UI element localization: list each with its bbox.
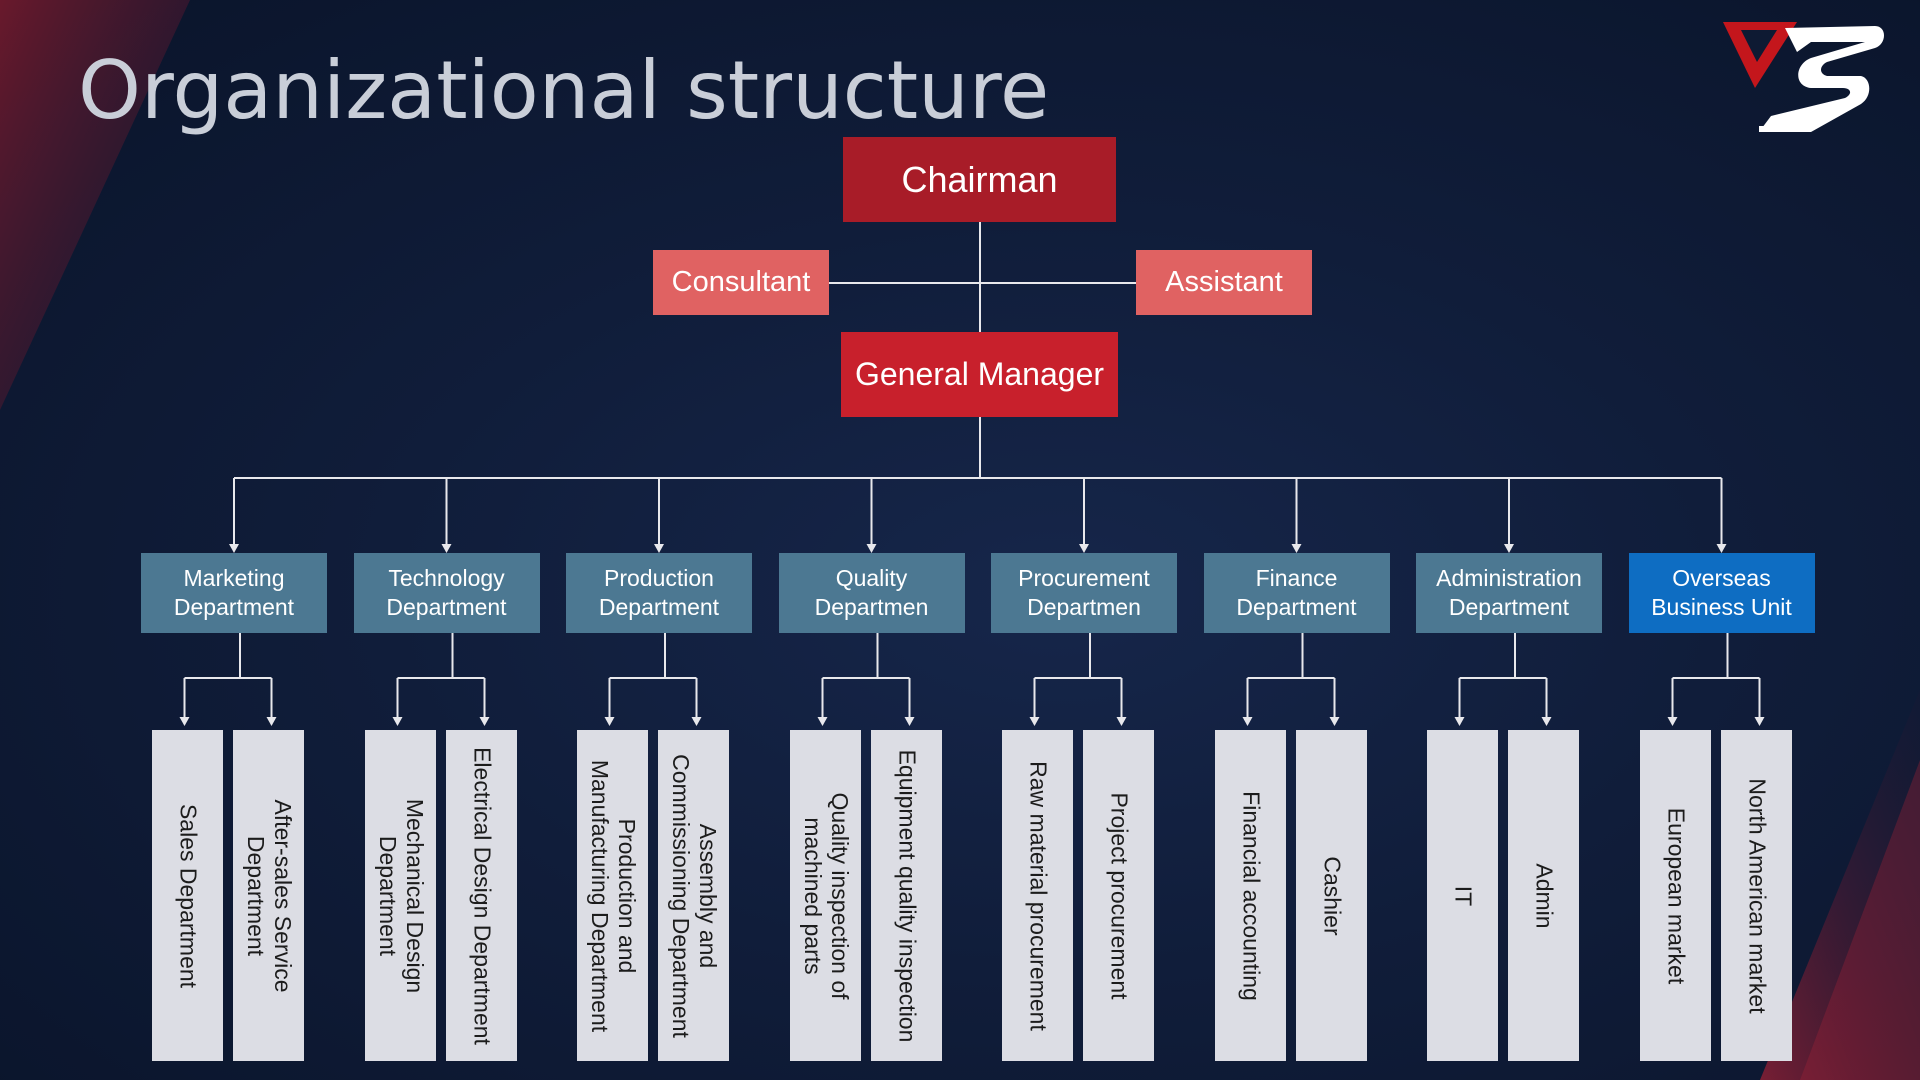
sub-department-label: IT [1450, 885, 1476, 906]
sub-department-label: Mechanical Design Department [374, 798, 428, 993]
sub-department-box: After-sales Service Department [233, 730, 304, 1061]
sub-department-label: North American market [1744, 777, 1770, 1014]
arrowhead [1454, 717, 1465, 726]
department-box: Overseas Business Unit [1628, 553, 1815, 633]
department-label: Procurement Departmen [1018, 565, 1150, 620]
sub-department-label: Electrical Design Department [469, 746, 495, 1045]
arrowhead [266, 717, 277, 726]
department-label: Administration Department [1436, 565, 1582, 620]
sub-department-label: Production and Manufacturing Department [586, 759, 640, 1032]
arrowhead [1667, 717, 1678, 726]
arrowhead [441, 544, 452, 553]
department-box: Technology Department [353, 553, 540, 633]
sub-department-box: Raw material procurement [1002, 730, 1073, 1061]
sub-department-box: Project procurement [1083, 730, 1154, 1061]
sub-department-box: IT [1427, 730, 1498, 1061]
arrowhead [1541, 717, 1552, 726]
general-manager-box: General Manager [841, 332, 1118, 417]
sub-department-box: Production and Manufacturing Department [577, 730, 648, 1061]
department-label: Production Department [598, 565, 720, 620]
arrowhead [179, 717, 190, 726]
arrowhead [479, 717, 490, 726]
arrowhead [1029, 717, 1040, 726]
arrowhead [1291, 544, 1302, 553]
arrowhead [604, 717, 615, 726]
sub-department-label: After-sales Service Department [242, 798, 296, 992]
sub-department-box: Electrical Design Department [446, 730, 517, 1061]
sub-department-box: Quality inspection of machined parts [790, 730, 861, 1061]
arrowhead [904, 717, 915, 726]
arrowhead [1079, 544, 1089, 553]
sub-department-box: Sales Department [152, 730, 223, 1061]
sub-department-label: Project procurement [1106, 791, 1132, 1000]
department-label: Marketing Department [173, 565, 295, 620]
arrowhead [866, 544, 877, 553]
sub-department-box: Assembly and Commissioning Department [658, 730, 729, 1061]
department-box: Quality Departmen [778, 553, 965, 633]
sub-department-label: Admin [1531, 862, 1557, 929]
department-box: Finance Department [1203, 553, 1390, 633]
assistant-box: Assistant [1136, 250, 1312, 315]
sub-department-box: Equipment quality inspection [871, 730, 942, 1061]
arrowhead [1242, 717, 1253, 726]
department-label: Quality Departmen [814, 565, 929, 620]
arrowhead [1116, 717, 1127, 726]
assistant-label: Assistant [1165, 266, 1283, 298]
arrowhead [1504, 544, 1514, 553]
arrowhead [654, 544, 664, 553]
chairman-box: Chairman [843, 137, 1116, 222]
arrowhead [1329, 717, 1340, 726]
sub-department-label: Quality inspection of machined parts [799, 791, 853, 1000]
arrowhead [1754, 717, 1765, 726]
sub-department-box: European market [1640, 730, 1711, 1061]
sub-department-label: Cashier [1319, 855, 1345, 936]
sub-department-label: Sales Department [175, 803, 201, 988]
arrowhead [1716, 544, 1727, 553]
sub-department-label: Equipment quality inspection [894, 749, 920, 1042]
sub-department-label: Raw material procurement [1025, 760, 1051, 1031]
sub-department-label: European market [1663, 807, 1689, 984]
sub-department-box: Admin [1508, 730, 1579, 1061]
department-label: Overseas Business Unit [1651, 565, 1792, 620]
sub-department-box: Cashier [1296, 730, 1367, 1061]
department-box: Administration Department [1416, 553, 1602, 633]
department-box: Marketing Department [141, 553, 327, 633]
sub-department-box: Financial accounting [1215, 730, 1286, 1061]
general-manager-label: General Manager [854, 356, 1105, 392]
arrowhead [817, 717, 828, 726]
department-box: Production Department [566, 553, 752, 633]
sub-department-box: North American market [1721, 730, 1792, 1061]
company-logo [1723, 22, 1884, 132]
arrowhead [229, 544, 239, 553]
consultant-box: Consultant [653, 250, 829, 315]
sub-department-label: Financial accounting [1238, 790, 1264, 1001]
consultant-label: Consultant [671, 266, 811, 298]
department-box: Procurement Departmen [991, 553, 1177, 633]
arrowhead [691, 717, 702, 726]
sub-department-label: Assembly and Commissioning Department [667, 753, 721, 1038]
arrowhead [392, 717, 403, 726]
page-title: Organizational structure [78, 44, 1050, 137]
department-label: Technology Department [386, 565, 507, 620]
department-label: Finance Department [1236, 565, 1357, 620]
chairman-label: Chairman [901, 158, 1058, 200]
sub-department-box: Mechanical Design Department [365, 730, 436, 1061]
